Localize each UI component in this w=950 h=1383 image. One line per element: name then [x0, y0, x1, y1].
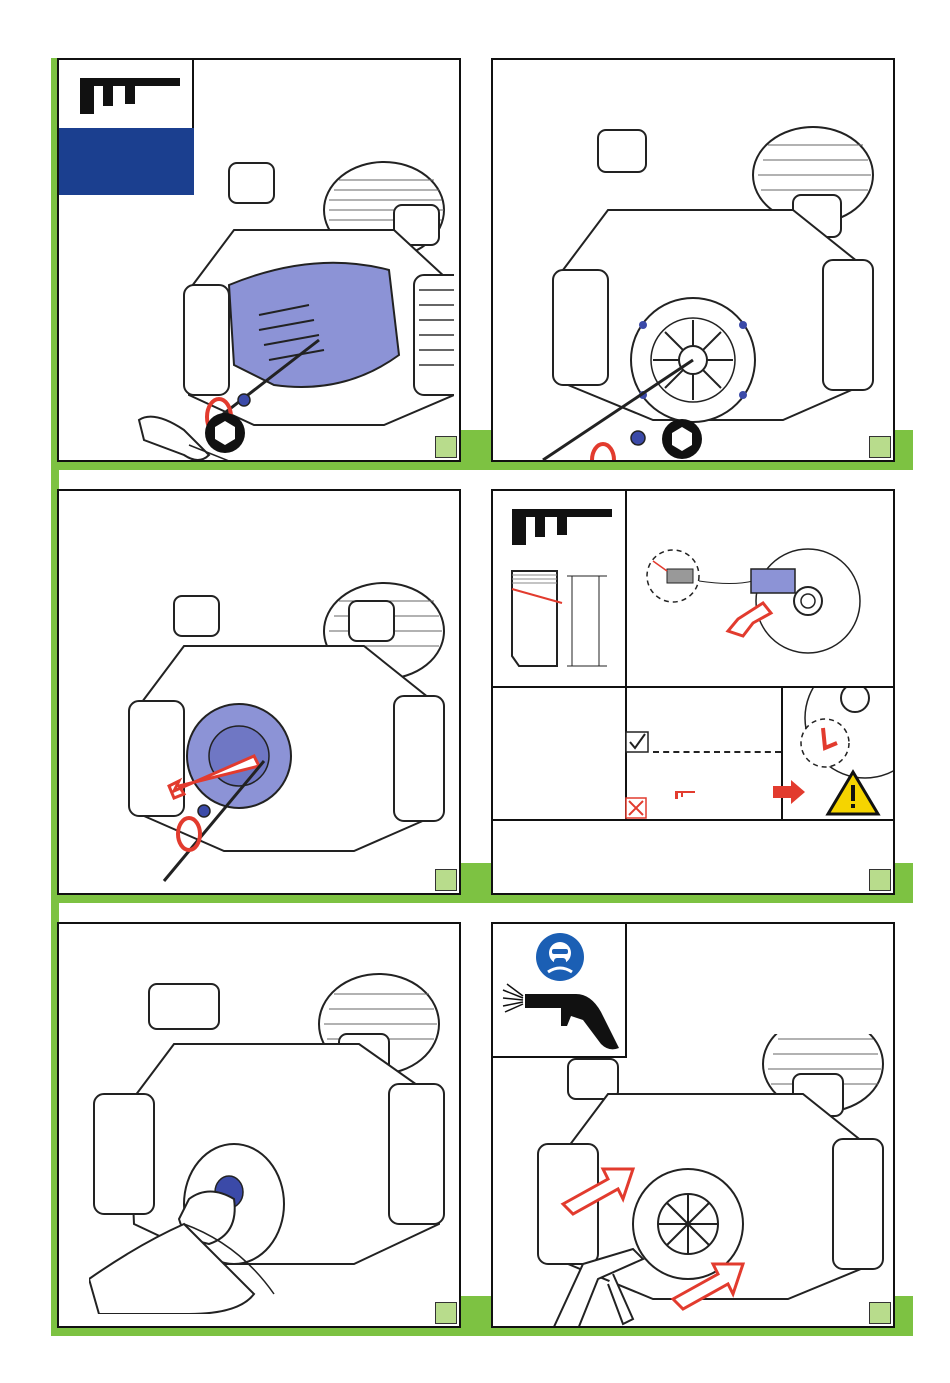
step-panel-1: [57, 58, 461, 462]
frame-mid-stub-3: [460, 1296, 492, 1336]
measure-grid-vline: [625, 491, 627, 821]
step-number-badge: [869, 1302, 891, 1324]
step-number-badge: [435, 869, 457, 891]
step-panel-5: [57, 922, 461, 1328]
step-number-badge: [435, 1302, 457, 1324]
step-number-badge: [869, 436, 891, 458]
measure-grid-hline-2: [493, 819, 893, 821]
compressor-drawing: [114, 155, 454, 462]
step-panel-6: [491, 922, 895, 1328]
respirator-mask-icon: [535, 932, 585, 982]
compressor-drawing: [523, 1034, 893, 1328]
step-panel-4: [491, 489, 895, 895]
caliper-icon: [675, 789, 697, 801]
limit-dashed-line: [653, 751, 781, 753]
step-panel-3: [57, 489, 461, 895]
caliper-icon: [75, 70, 185, 120]
hex-socket-icon: [661, 418, 703, 460]
frame-right-stub-3: [893, 1296, 913, 1336]
compressor-drawing: [523, 120, 883, 460]
vane-detail-drawing: [643, 541, 883, 671]
step-number-badge: [435, 436, 457, 458]
step-panel-2: [491, 58, 895, 462]
caliper-icon: [507, 501, 617, 551]
frame-mid-stub-2: [460, 863, 492, 903]
vane-wear-gauge: [507, 561, 617, 671]
hex-socket-icon: [204, 412, 246, 454]
compressor-drawing: [104, 576, 454, 895]
cross-icon: [625, 797, 647, 819]
warning-triangle-icon: [825, 769, 881, 817]
checkmark-icon: [625, 731, 649, 753]
frame-right-stub-1: [893, 430, 913, 470]
compressor-drawing: [89, 944, 459, 1314]
step-number-badge: [869, 869, 891, 891]
frame-mid-stub-1: [460, 430, 492, 470]
frame-right-stub-2: [893, 863, 913, 903]
